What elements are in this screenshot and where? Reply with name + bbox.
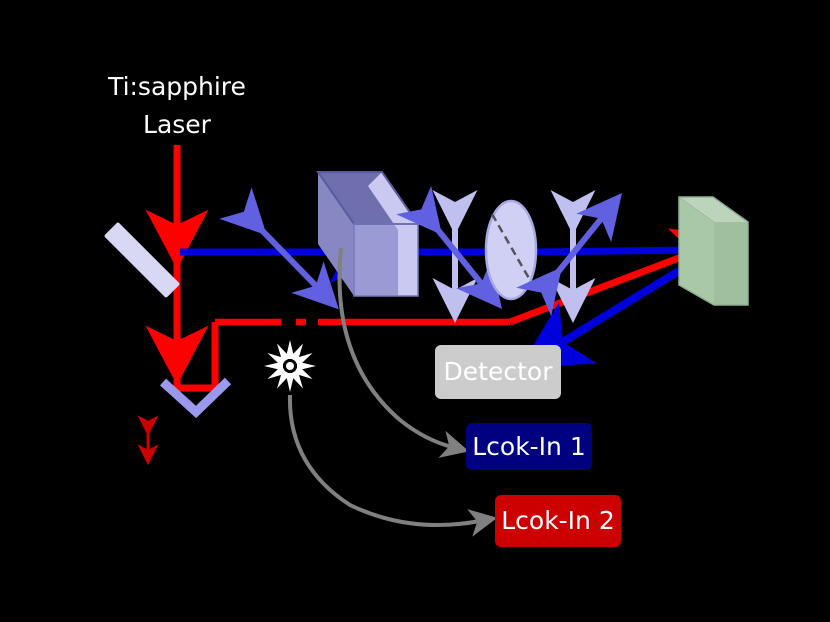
source-label-line1: Ti:sapphire [107,72,246,101]
pem-left-face [318,172,354,296]
probe-beam-horizontal [180,218,738,284]
polarization-double-arrow-after-splitter [219,187,339,310]
laser-source-label: Ti:sapphire Laser [107,72,246,139]
source-label-line2: Laser [143,110,212,139]
pump-path-through-retro [173,322,219,392]
probe-arrow-to-sample [535,218,738,282]
signal-link-chopper-to-lockin2 [287,394,498,537]
sample-slab [678,196,749,306]
lockin2-box-bg[interactable] [495,495,621,547]
retro-reflector-v-mirror [159,377,232,419]
polarization-arrows-after-waveplate [516,190,623,323]
diagonal-pol-arrow-1 [396,185,503,309]
lockin2-label: Lcok-In 2 [501,506,615,535]
sample-outline [678,196,749,306]
detector-box-bg[interactable] [435,345,561,399]
reference-cable-1 [337,247,470,458]
lockin2-box[interactable]: Lcok-In 2 [495,495,621,547]
beam-splitter [104,222,180,298]
probe-beam-to-detector [519,254,703,369]
polarization-arrows-before-waveplate [396,185,503,323]
pump-beam-to-delay-stage [145,248,219,392]
detector-label: Detector [444,357,554,386]
retro-reflector [159,377,232,419]
beam-splitter-plate [104,222,180,298]
sample-front-face [679,197,714,305]
signal-link-pem-to-lockin1 [337,247,470,458]
chopper-blades [264,340,316,392]
chopper-hub [286,362,294,370]
detector-box[interactable]: Detector [435,345,561,399]
diagonal-pol-arrow-2 [516,193,623,317]
reference-cable-2 [287,394,498,537]
pump-arrow-to-sample [508,228,735,326]
sample-top-face [679,197,748,222]
optical-chopper-wheel [264,340,316,392]
diagonal-double-arrow-1 [219,187,339,310]
photoelastic-modulator [316,171,420,297]
sample-side-face [714,222,748,305]
lockin1-box-bg[interactable] [466,423,592,470]
lockin1-label: Lcok-In 1 [472,432,586,461]
probe-arrow-into-detector [519,254,703,369]
lockin1-box[interactable]: Lcok-In 1 [466,423,592,470]
wave-plate [484,199,538,301]
